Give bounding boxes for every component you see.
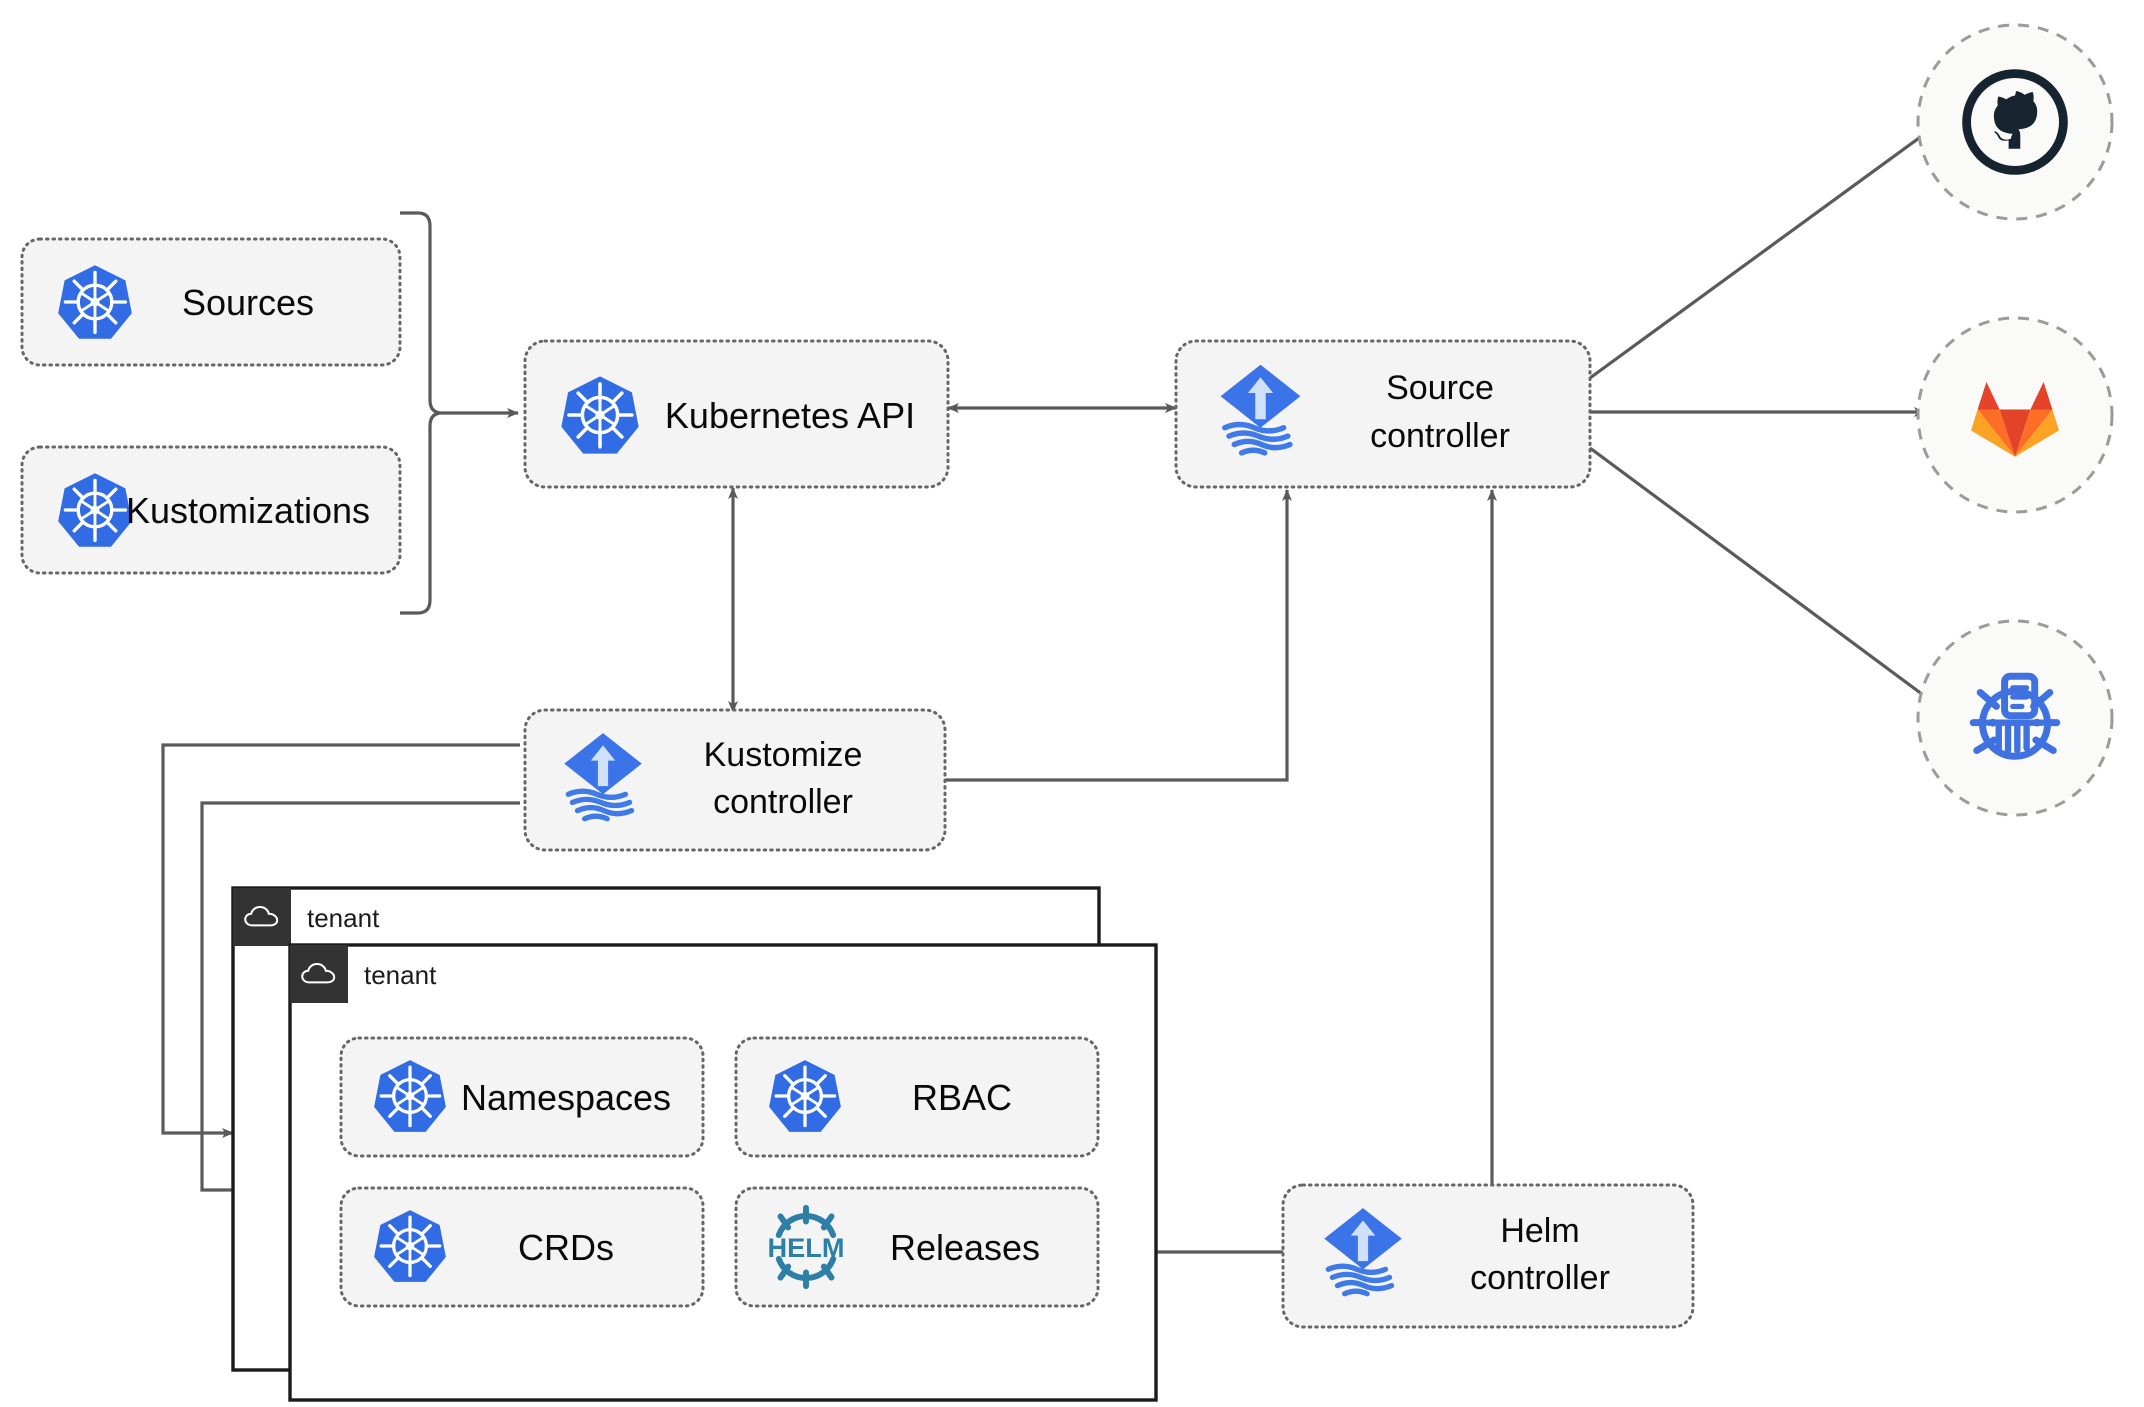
edge-source-to-helm-repository	[1589, 446, 1931, 702]
source-controller-label-line2: controller	[1370, 417, 1510, 455]
nodes: Sources Kustomizations Kubernetes API So…	[20, 23, 2114, 1329]
node-releases[interactable]: Releases	[734, 1186, 1100, 1308]
tenant-2-header-icon-bg	[290, 945, 348, 1003]
kustomize-controller-label-line1: Kustomize	[704, 736, 863, 774]
node-kubernetes-api[interactable]: Kubernetes API	[523, 339, 950, 489]
tenant-1-label: tenant	[307, 903, 380, 933]
helm-controller-label-line1: Helm	[1500, 1212, 1579, 1250]
node-rbac[interactable]: RBAC	[734, 1036, 1100, 1158]
tenant-1-header-icon-bg	[233, 888, 291, 946]
kustomizations-label: Kustomizations	[126, 490, 370, 531]
edge-kustomize-to-tenant-1	[161, 743, 520, 1138]
tenant-2-label: tenant	[364, 960, 437, 990]
node-kustomizations[interactable]: Kustomizations	[20, 445, 402, 575]
sources-label: Sources	[182, 282, 314, 323]
source-controller-label-line1: Source	[1386, 369, 1494, 407]
edge-source-to-github	[1589, 128, 1931, 380]
edge-sources-brace	[400, 211, 443, 615]
rbac-label: RBAC	[912, 1077, 1012, 1118]
node-source-controller[interactable]: Source controller	[1174, 339, 1592, 489]
edge-kustomize-to-source	[945, 489, 1292, 782]
tenant-container-2[interactable]: tenant	[288, 943, 1158, 1402]
namespaces-label: Namespaces	[461, 1077, 671, 1118]
kubernetes-api-label: Kubernetes API	[665, 395, 915, 436]
node-helm-controller[interactable]: Helm controller	[1281, 1183, 1695, 1329]
edges	[161, 128, 1931, 1257]
crds-label: CRDs	[518, 1227, 614, 1268]
node-kustomize-controller[interactable]: Kustomize controller	[523, 708, 947, 852]
kustomize-controller-label-line2: controller	[713, 783, 853, 821]
helm-controller-label-line2: controller	[1470, 1259, 1610, 1297]
node-sources[interactable]: Sources	[20, 237, 402, 367]
node-provider-helm-repository[interactable]	[1916, 619, 2114, 817]
node-crds[interactable]: CRDs	[339, 1186, 705, 1308]
releases-label: Releases	[890, 1227, 1040, 1268]
node-provider-github[interactable]	[1916, 23, 2114, 221]
node-provider-gitlab[interactable]	[1916, 316, 2114, 514]
node-namespaces[interactable]: Namespaces	[339, 1036, 705, 1158]
